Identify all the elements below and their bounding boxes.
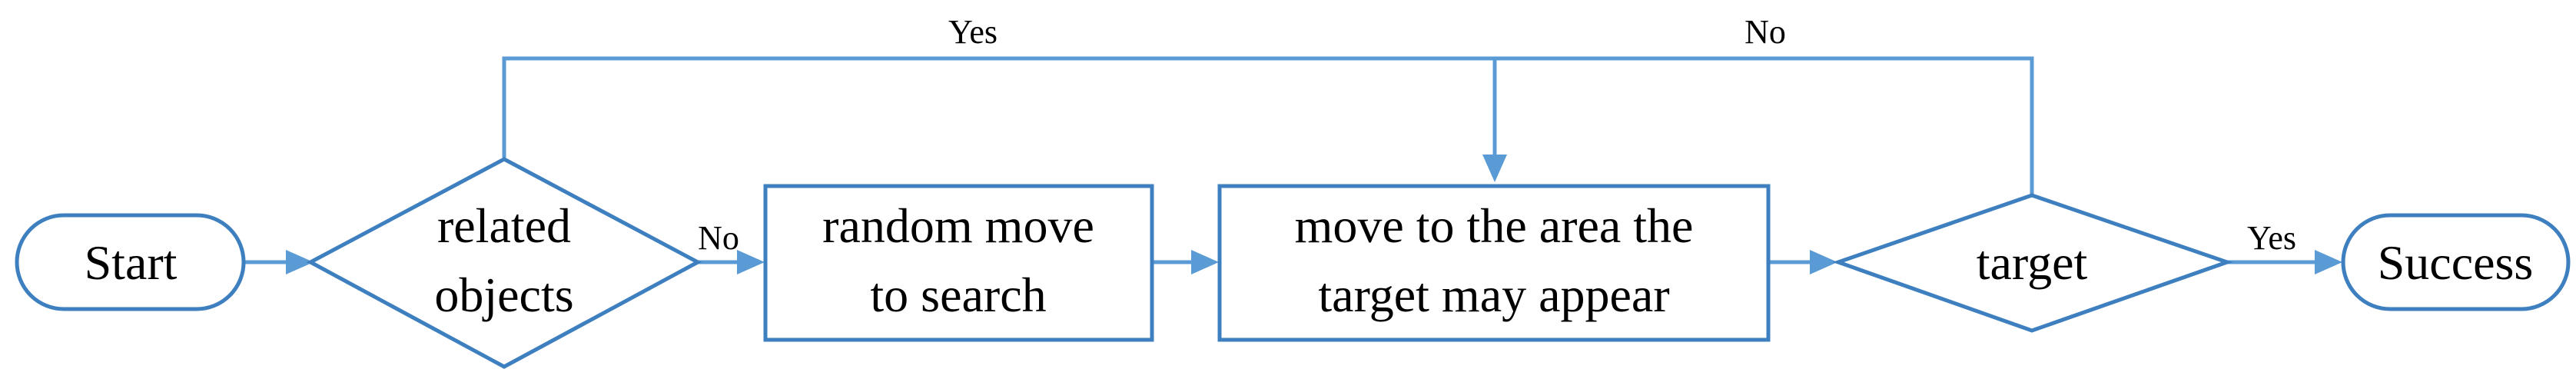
start-label: Start [85, 235, 178, 290]
random-move-node: random move to search [763, 184, 1154, 342]
move-to-area-label-line2: target may appear [1318, 268, 1669, 322]
edge-label-related-no: No [698, 219, 739, 257]
start-node: Start [15, 213, 246, 311]
edge-related-to-random [698, 250, 765, 274]
move-to-area-label-line1: move to the area the [1295, 198, 1694, 253]
success-label: Success [2378, 235, 2534, 290]
random-move-label-line2: to search [870, 268, 1046, 322]
edge-random-to-move [1153, 250, 1219, 274]
edge-label-target-yes: Yes [2247, 219, 2296, 257]
edge-target-to-success [2227, 250, 2342, 274]
related-objects-label-line1: related [437, 198, 571, 253]
edge-label-related-yes: Yes [948, 13, 998, 51]
edge-related-yes-loop [502, 56, 1507, 182]
edge-target-no-loop [1495, 56, 2034, 194]
edge-label-target-no: No [1744, 13, 1786, 51]
related-objects-label-line2: objects [434, 268, 573, 322]
related-objects-decision: related objects [306, 157, 702, 369]
edge-start-to-related [244, 250, 314, 274]
move-to-area-node: move to the area the target may appear [1217, 184, 1771, 342]
success-node: Success [2341, 213, 2571, 311]
edge-move-to-target [1769, 250, 1837, 274]
target-decision: target [1832, 193, 2233, 333]
target-label: target [1977, 235, 2088, 290]
random-move-label-line1: random move [822, 198, 1094, 253]
